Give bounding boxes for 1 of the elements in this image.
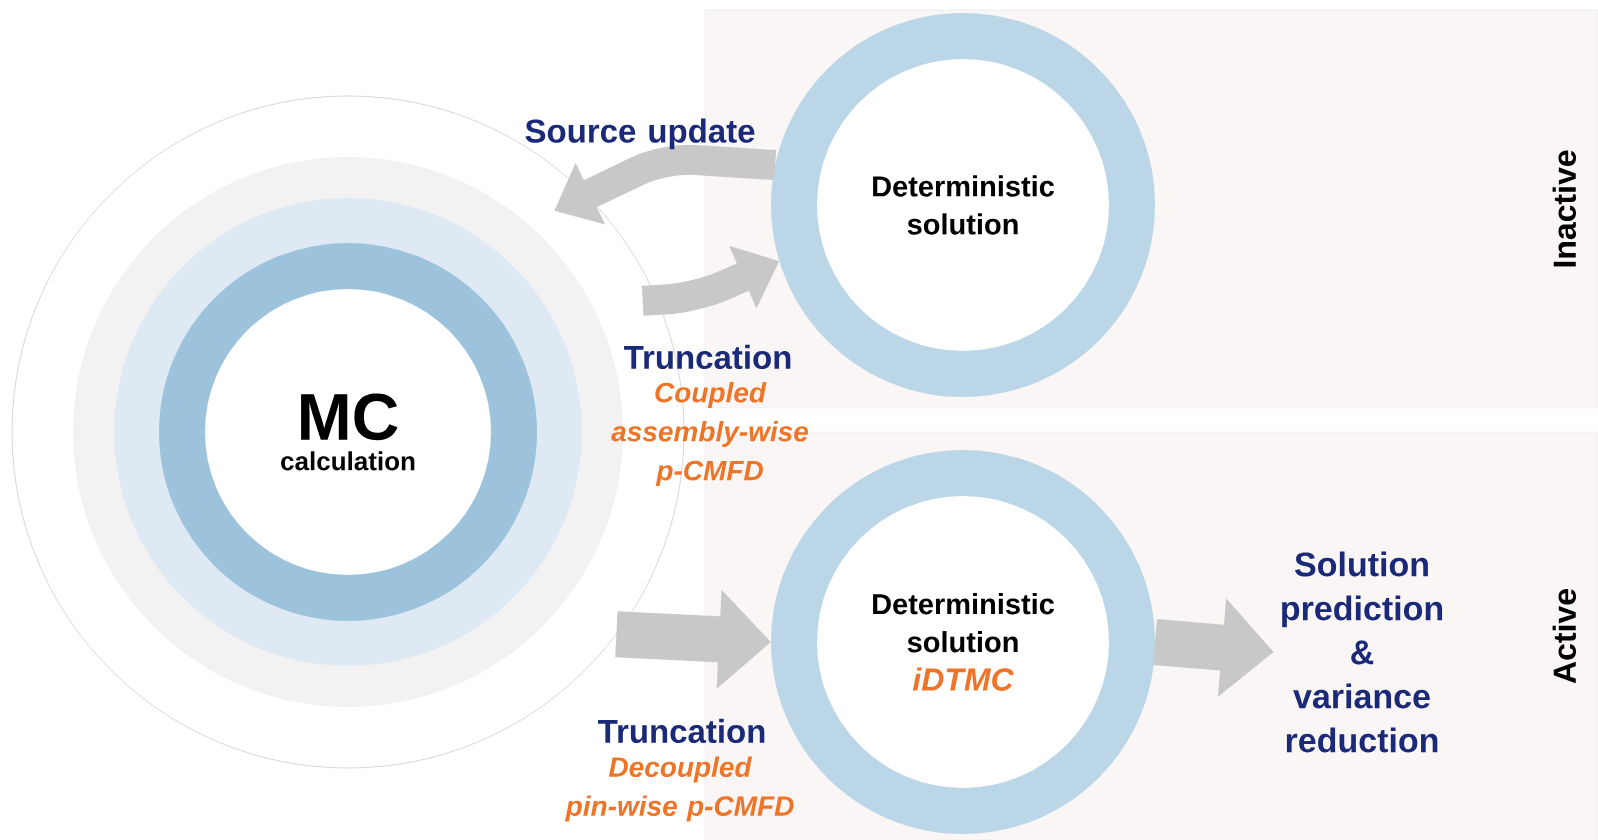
- result-text: Solution prediction & variance reduction: [1282, 551, 1443, 753]
